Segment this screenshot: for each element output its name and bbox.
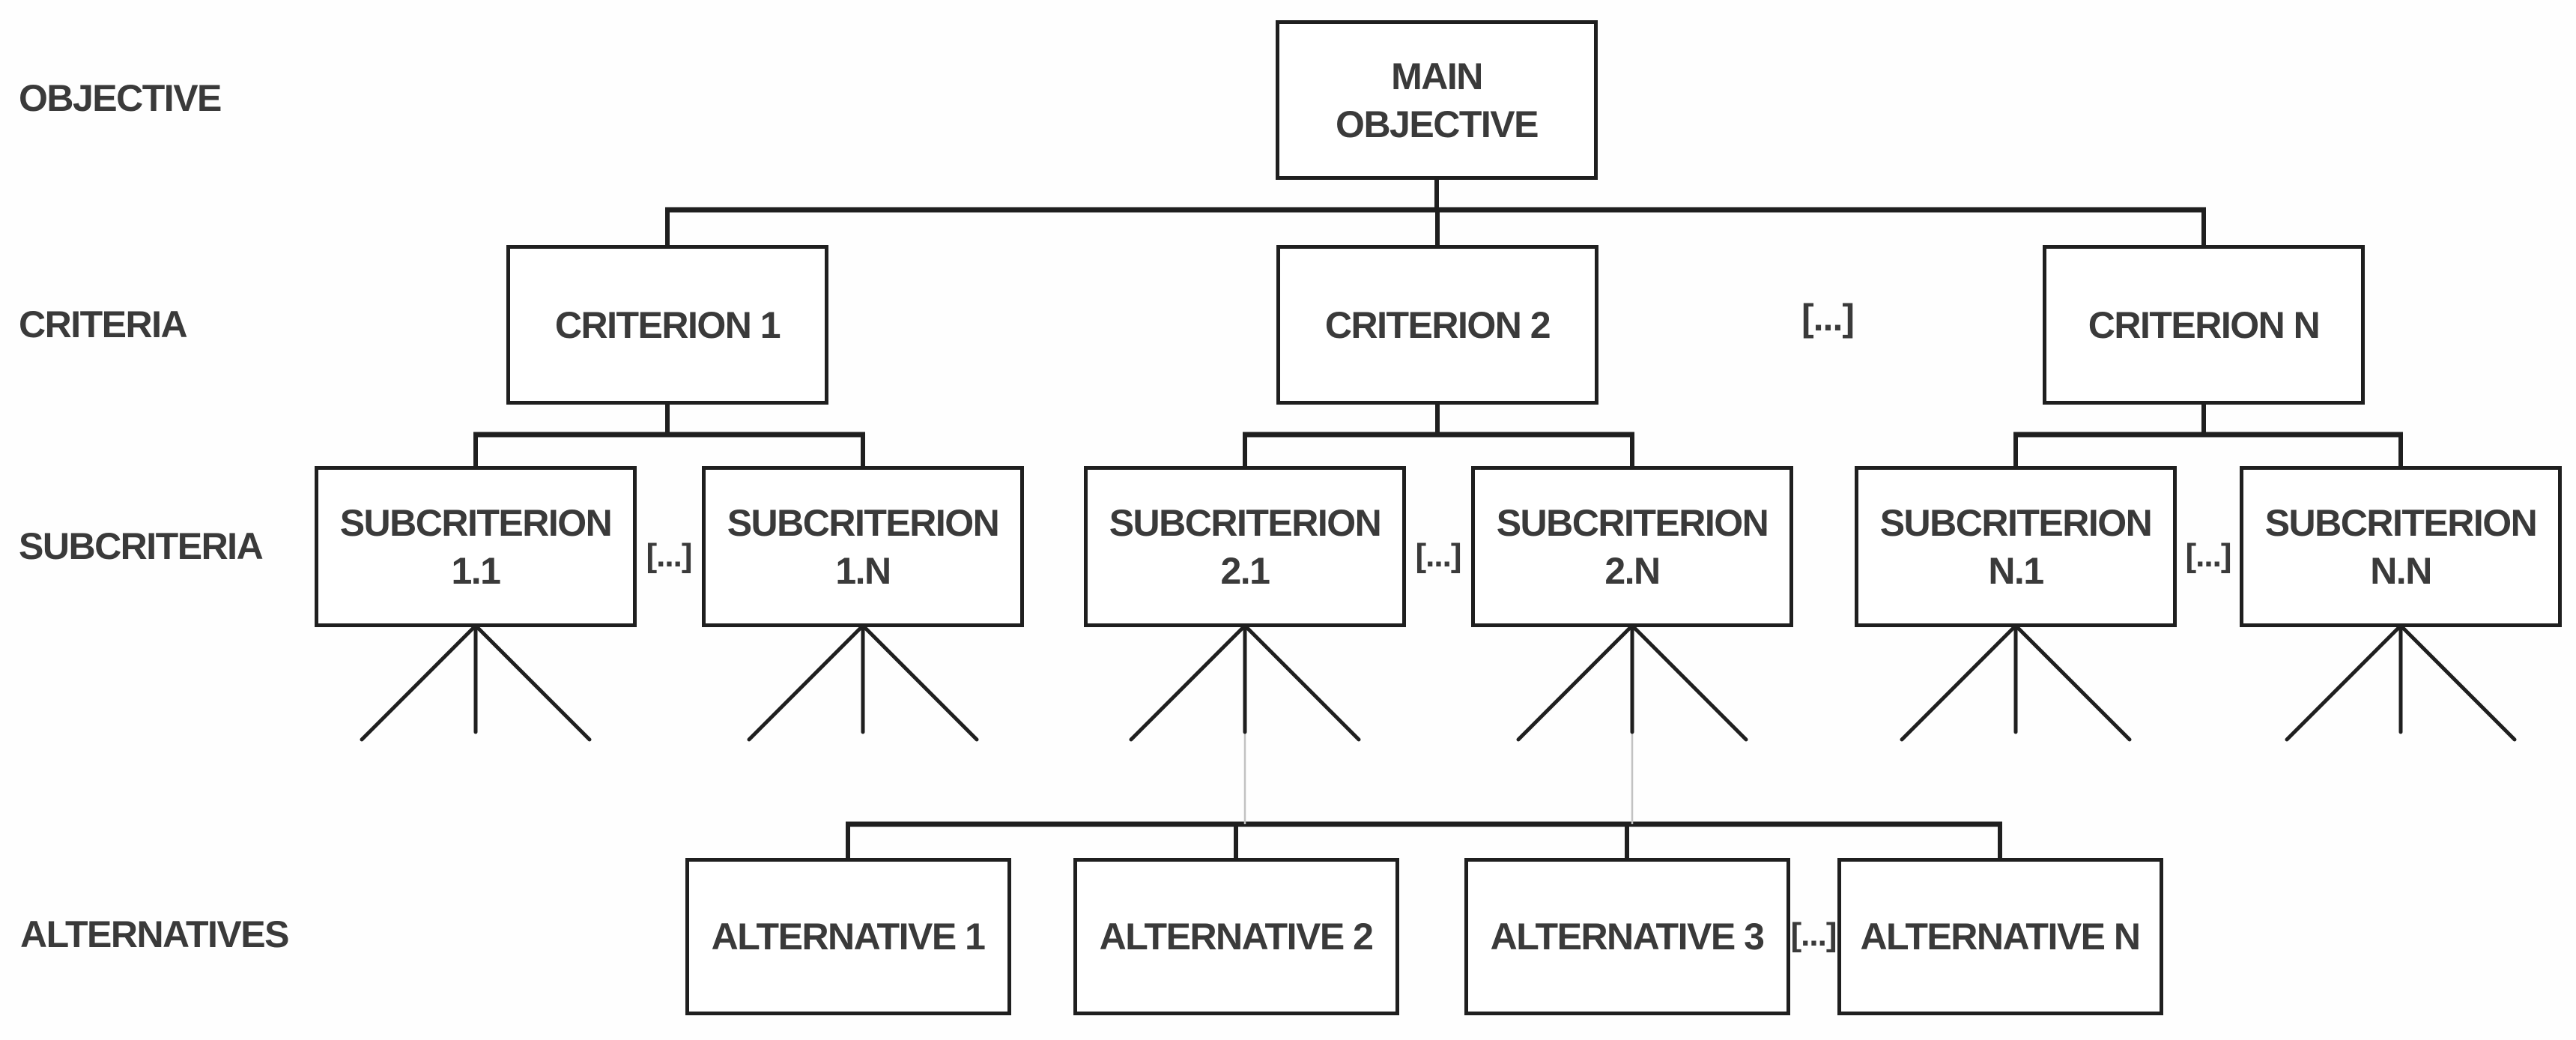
fan-left-subcriterion-2-1 <box>1129 623 1247 742</box>
ellipsis-subcriteria-gap-1: [...] <box>646 537 693 574</box>
ellipsis-subcriteria-gap-n: [...] <box>2185 537 2232 574</box>
fan-left-subcriterion-n-n <box>2285 623 2403 742</box>
fan-right-subcriterion-n-1 <box>2013 623 2132 742</box>
node-label-subcriterion-n-1: SUBCRITERION N.1 <box>1879 501 2153 592</box>
node-label-subcriterion-1-n: SUBCRITERION 1.N <box>727 501 1000 592</box>
node-alternative-2: ALTERNATIVE 2 <box>1073 858 1399 1015</box>
fan-right-subcriterion-n-n <box>2398 623 2517 742</box>
node-criterion-1: CRITERION 1 <box>506 245 828 405</box>
ellipsis-subcriteria-gap-2: [...] <box>1415 537 1462 574</box>
node-criterion-n: CRITERION N <box>2043 245 2365 405</box>
node-alternative-n: ALTERNATIVE N <box>1837 858 2163 1015</box>
node-label-subcriterion-2-n: SUBCRITERION 2.N <box>1496 501 1769 592</box>
fan-left-subcriterion-1-1 <box>360 623 478 742</box>
node-label-alternative-n: ALTERNATIVE N <box>1860 916 2141 958</box>
node-subcriterion-1-1: SUBCRITERION 1.1 <box>315 466 637 627</box>
node-label-alternative-2: ALTERNATIVE 2 <box>1099 916 1374 958</box>
node-main-objective: MAIN OBJECTIVE <box>1276 20 1598 180</box>
node-label-subcriterion-2-1: SUBCRITERION 2.1 <box>1109 501 1382 592</box>
node-alternative-1: ALTERNATIVE 1 <box>685 858 1011 1015</box>
fan-left-subcriterion-n-1 <box>1900 623 2018 742</box>
node-label-alternative-3: ALTERNATIVE 3 <box>1490 916 1765 958</box>
node-subcriterion-n-1: SUBCRITERION N.1 <box>1855 466 2177 627</box>
node-subcriterion-n-n: SUBCRITERION N.N <box>2240 466 2562 627</box>
fan-left-subcriterion-1-n <box>747 623 865 742</box>
node-label-alternative-1: ALTERNATIVE 1 <box>711 916 986 958</box>
node-alternative-3: ALTERNATIVE 3 <box>1464 858 1790 1015</box>
node-label-criterion-n: CRITERION N <box>2088 303 2321 346</box>
fan-right-subcriterion-1-1 <box>473 623 592 742</box>
fan-right-subcriterion-1-n <box>861 623 979 742</box>
node-label-criterion-2: CRITERION 2 <box>1324 303 1551 346</box>
ellipsis-criteria-gap: [...] <box>1801 297 1855 339</box>
node-label-subcriterion-1-1: SUBCRITERION 1.1 <box>339 501 613 592</box>
row-label-criteria: CRITERIA <box>19 303 188 345</box>
node-label-criterion-1: CRITERION 1 <box>554 303 781 346</box>
fan-right-subcriterion-2-1 <box>1243 623 1361 742</box>
node-criterion-2: CRITERION 2 <box>1276 245 1598 405</box>
row-label-objective: OBJECTIVE <box>19 77 222 119</box>
ellipsis-alternatives-gap: [...] <box>1790 916 1837 953</box>
node-subcriterion-2-n: SUBCRITERION 2.N <box>1471 466 1793 627</box>
fan-right-subcriterion-2-n <box>1630 623 1748 742</box>
node-subcriterion-1-n: SUBCRITERION 1.N <box>702 466 1024 627</box>
node-label-main-objective: MAIN OBJECTIVE <box>1336 55 1539 145</box>
node-label-subcriterion-n-n: SUBCRITERION N.N <box>2264 501 2538 592</box>
node-subcriterion-2-1: SUBCRITERION 2.1 <box>1084 466 1406 627</box>
row-label-alternatives: ALTERNATIVES <box>20 913 289 955</box>
row-label-subcriteria: SUBCRITERIA <box>19 525 264 567</box>
fan-left-subcriterion-2-n <box>1516 623 1634 742</box>
